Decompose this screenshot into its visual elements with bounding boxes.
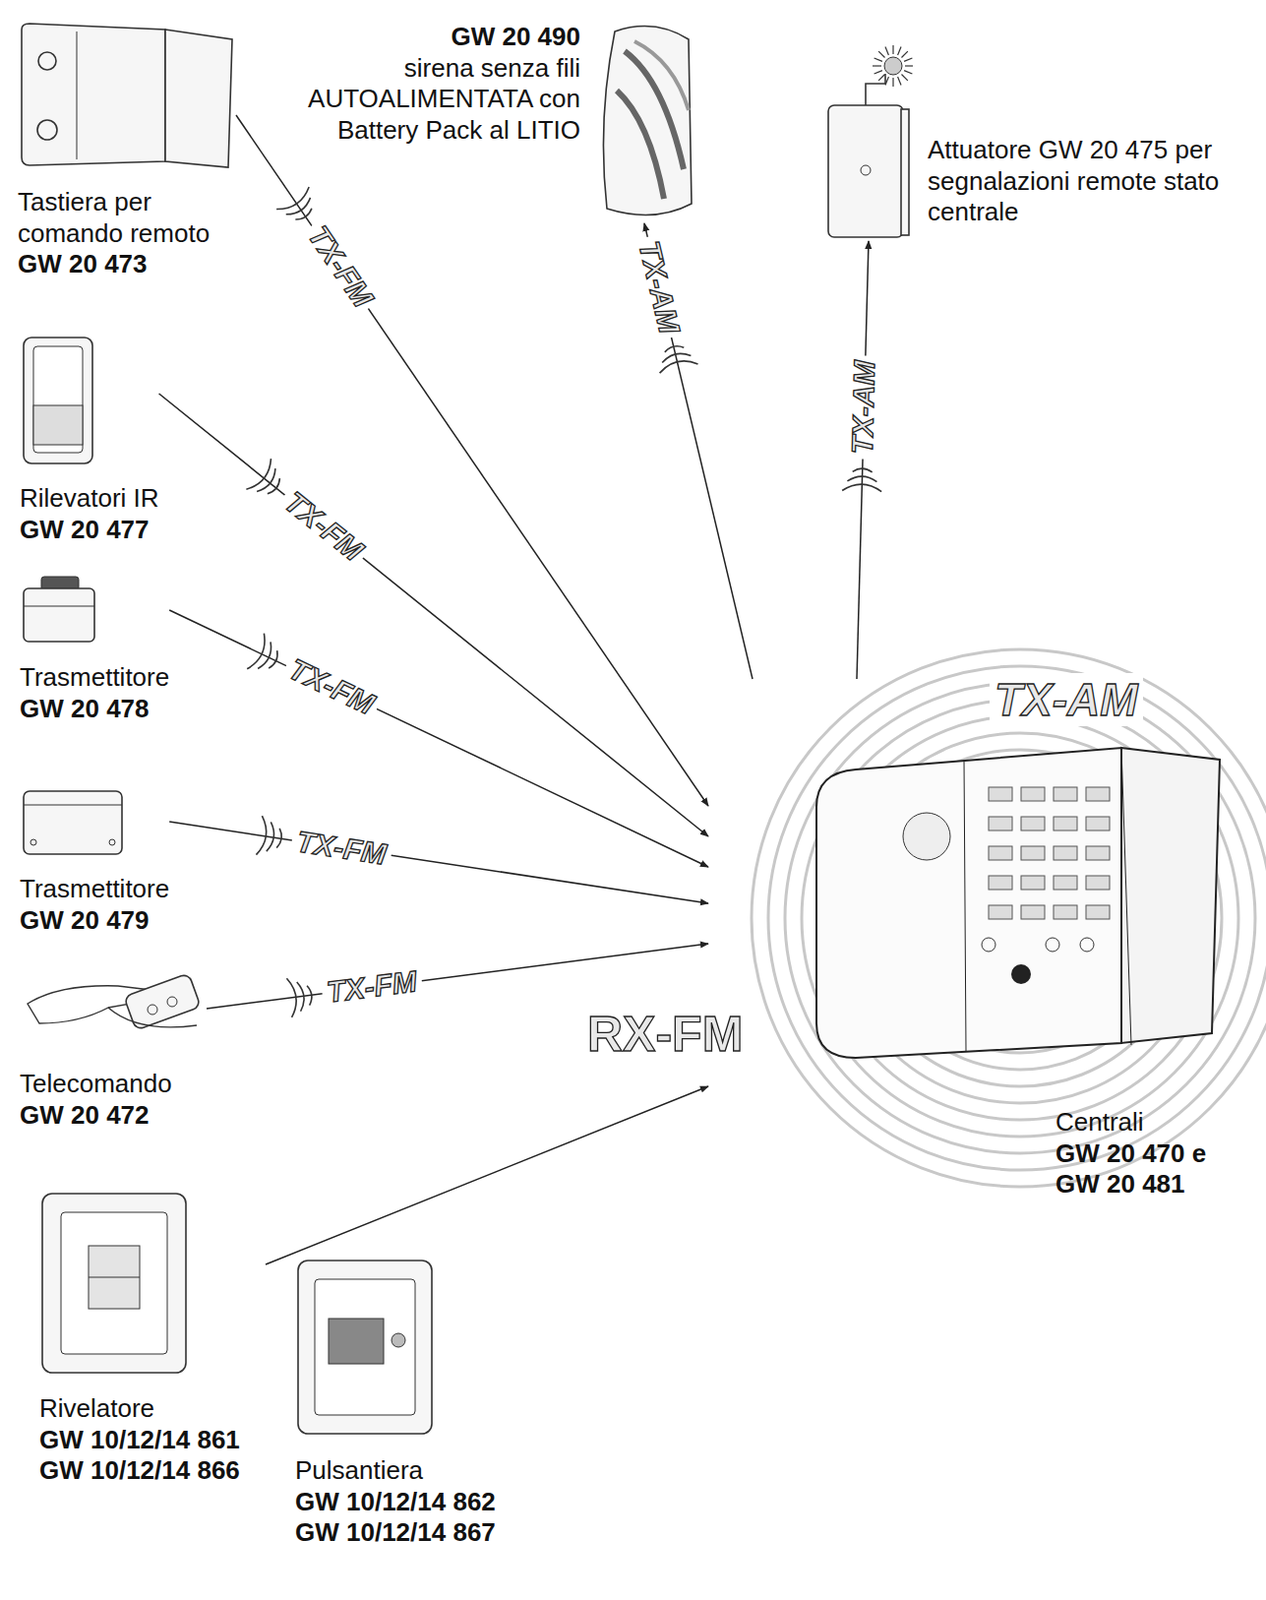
radio-link	[159, 393, 709, 837]
wave-mark	[246, 633, 271, 672]
product-code: GW 20 477	[19, 514, 160, 546]
device-description: sirena senza fili AUTOALIMENTATA con Bat…	[275, 53, 581, 147]
device-node: RivelatoreGW 10/12/14 861 GW 10/12/14 86…	[39, 1190, 266, 1487]
radio-ring	[801, 699, 1239, 1137]
device-illustration	[19, 964, 207, 1053]
product-code: GW 20 473	[17, 248, 230, 281]
device-description: Rilevatori IR	[19, 482, 160, 515]
wave-mark	[276, 186, 313, 215]
device-name: Centrali	[1055, 1106, 1238, 1139]
device-illustration	[19, 572, 99, 647]
label-block: Rilevatori IRGW 20 477	[19, 482, 160, 545]
signal-label: TX-AM	[845, 355, 883, 460]
wave-mark	[852, 468, 873, 473]
product-code: GW 20 490	[275, 21, 581, 54]
radio-ring	[768, 665, 1266, 1170]
device-node: Tastiera per comando remotoGW 20 473	[17, 21, 237, 281]
device-illustration	[19, 334, 99, 468]
control-unit-housing	[816, 747, 1220, 1058]
wave-mark	[842, 483, 882, 492]
signal-label: TX-FM	[320, 964, 424, 1011]
device-description: Attuatore GW 20 475 per segnalazioni rem…	[927, 134, 1241, 229]
product-code: GW 20 479	[19, 904, 170, 937]
label-block: TrasmettitoreGW 20 478	[19, 662, 170, 724]
device-node: TrasmettitoreGW 20 479	[19, 786, 170, 936]
label-block: Attuatore GW 20 475 per segnalazioni rem…	[927, 134, 1241, 229]
signal-label: RX-FM	[582, 1005, 748, 1063]
wave-mark	[846, 476, 877, 483]
device-illustration	[295, 1257, 438, 1440]
device-illustration	[824, 44, 913, 242]
device-description: Telecomando	[19, 1068, 207, 1100]
device-node: Attuatore GW 20 475 per segnalazioni rem…	[824, 44, 1241, 242]
wave-mark	[663, 344, 684, 353]
wave-mark	[255, 815, 269, 856]
wave-mark	[658, 357, 699, 373]
product-code: GW 10/12/14 862 GW 10/12/14 867	[295, 1486, 522, 1549]
product-code: GW 20 470 e GW 20 481	[1055, 1138, 1238, 1201]
radio-link	[169, 609, 709, 867]
product-code: GW 20 472	[19, 1099, 207, 1132]
wave-mark	[297, 980, 306, 1011]
signal-label: TX-FM	[274, 482, 373, 571]
radio-link	[169, 821, 709, 904]
wave-mark	[306, 984, 313, 1005]
device-node: TrasmettitoreGW 20 478	[19, 572, 170, 724]
signal-label: TX-FM	[290, 823, 395, 872]
device-node: Rilevatori IRGW 20 477	[19, 334, 160, 545]
radio-ring	[784, 682, 1256, 1153]
label-block: TelecomandoGW 20 472	[19, 1068, 207, 1131]
wave-mark	[286, 976, 299, 1018]
label-block: GW 20 490sirena senza fili AUTOALIMENTAT…	[275, 21, 581, 147]
device-node: GW 20 490sirena senza fili AUTOALIMENTAT…	[275, 21, 694, 224]
wave-mark	[266, 821, 277, 851]
device-description: Rivelatore	[39, 1392, 266, 1425]
control-unit: CentraliGW 20 470 e GW 20 481	[708, 678, 1250, 1245]
device-description: Trasmettitore	[19, 662, 170, 694]
radio-link	[206, 943, 709, 1009]
label-block: RivelatoreGW 10/12/14 861 GW 10/12/14 86…	[39, 1392, 266, 1487]
radio-ring	[751, 649, 1266, 1187]
device-description: Pulsantiera	[295, 1454, 522, 1487]
wave-mark	[267, 478, 283, 496]
label-block: TrasmettitoreGW 20 479	[19, 873, 170, 936]
radio-link	[236, 115, 709, 806]
wave-mark	[245, 458, 277, 494]
device-illustration	[17, 21, 237, 172]
device-node: PulsantieraGW 10/12/14 862 GW 10/12/14 8…	[295, 1257, 522, 1549]
wave-mark	[295, 208, 313, 223]
signal-label: TX-AM	[631, 233, 688, 342]
label-block: PulsantieraGW 10/12/14 862 GW 10/12/14 8…	[295, 1454, 522, 1549]
signal-label: TX-FM	[298, 216, 382, 318]
product-code: GW 10/12/14 861 GW 10/12/14 866	[39, 1424, 266, 1487]
device-illustration	[19, 786, 128, 858]
device-illustration	[595, 21, 694, 224]
device-description: Trasmettitore	[19, 873, 170, 905]
device-illustration	[39, 1190, 192, 1378]
radio-link	[265, 1085, 709, 1265]
signal-label: TX-AM	[989, 672, 1144, 726]
product-code: GW 20 478	[19, 693, 170, 725]
wave-mark	[276, 828, 283, 848]
device-node: TelecomandoGW 20 472	[19, 964, 207, 1131]
signal-label: TX-FM	[278, 650, 383, 724]
label-block: Tastiera per comando remotoGW 20 473	[17, 186, 237, 281]
label-block: CentraliGW 20 470 e GW 20 481	[1055, 1106, 1238, 1201]
device-description: Tastiera per comando remoto	[17, 186, 230, 249]
radio-link	[856, 241, 869, 679]
